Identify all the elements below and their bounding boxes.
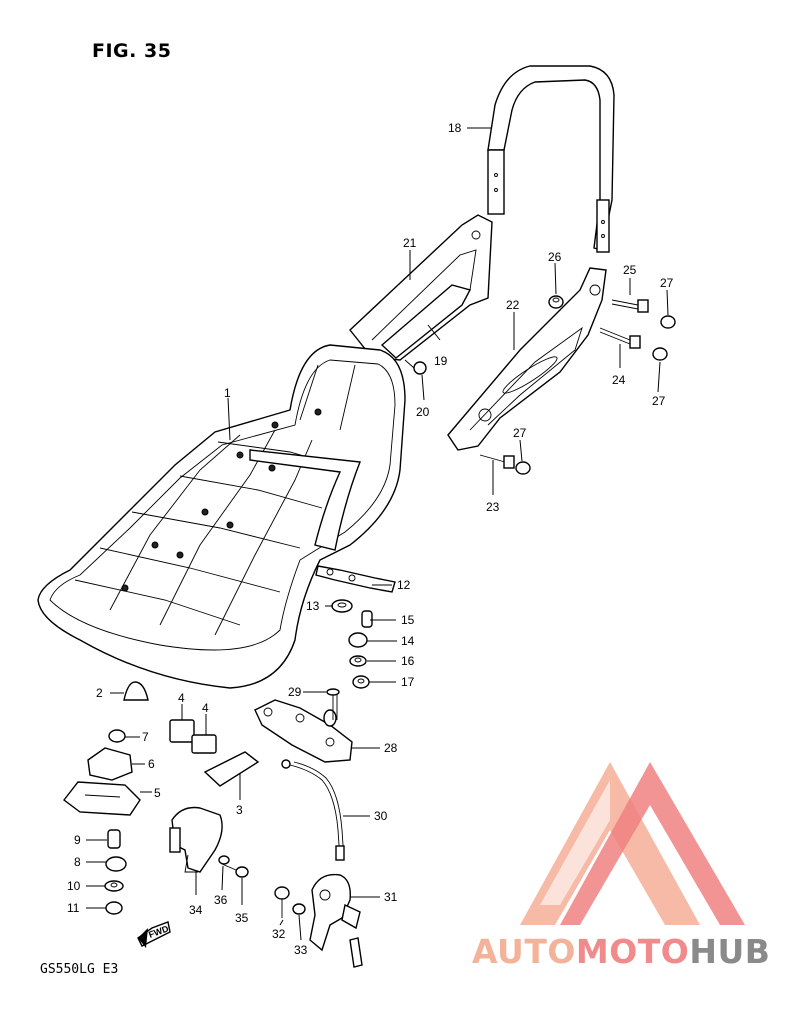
callout-9: 9 <box>74 833 81 847</box>
callout-8: 8 <box>74 855 81 869</box>
washer-33 <box>292 903 306 915</box>
callout-27a: 27 <box>660 276 674 290</box>
cushion-8 <box>105 856 127 872</box>
callout-26: 26 <box>548 250 562 264</box>
callout-10: 10 <box>67 879 81 893</box>
callout-21: 21 <box>403 236 417 250</box>
washer-13 <box>331 599 353 613</box>
lock-bracket-28 <box>254 699 353 763</box>
cap-27-upper <box>660 315 676 329</box>
callout-13: 13 <box>306 599 320 613</box>
cushion-4b <box>191 734 217 754</box>
callout-25: 25 <box>623 263 637 277</box>
callout-1: 1 <box>224 386 231 400</box>
seat-lock-31 <box>309 873 363 968</box>
seat <box>37 344 406 689</box>
callout-17: 17 <box>401 675 415 689</box>
collar-9 <box>107 829 121 849</box>
bolt-24 <box>599 327 641 349</box>
callout-11: 11 <box>67 901 80 915</box>
watermark-auto: AUTO <box>472 932 576 971</box>
nut-26 <box>548 295 564 309</box>
nut-17 <box>352 675 370 689</box>
callout-5: 5 <box>154 786 161 800</box>
nut-7 <box>108 729 126 743</box>
helmet-lock-34 <box>169 806 223 873</box>
callout-33: 33 <box>294 943 308 957</box>
bolt-25 <box>611 299 649 313</box>
callout-22: 22 <box>506 298 520 312</box>
callout-12: 12 <box>397 578 411 592</box>
washer-16 <box>349 655 367 667</box>
cushion-4a <box>169 719 195 743</box>
washer-36 <box>218 855 230 865</box>
callout-27b: 27 <box>652 394 666 408</box>
rubber-2 <box>123 681 149 701</box>
watermark-hub: HUB <box>689 932 771 971</box>
callout-3: 3 <box>236 803 243 817</box>
plate-6 <box>87 747 133 781</box>
backrest-bar <box>487 65 615 253</box>
bolt-20 <box>404 359 427 375</box>
callout-31: 31 <box>384 890 398 904</box>
nut-11 <box>105 901 123 915</box>
bolt-29 <box>326 688 340 720</box>
seat-lock-cable <box>281 759 345 861</box>
rubber-14 <box>348 632 368 648</box>
callout-14: 14 <box>401 634 415 648</box>
left-bracket <box>349 214 493 361</box>
collar-15 <box>361 610 373 628</box>
callout-23: 23 <box>486 500 500 514</box>
callout-27c: 27 <box>513 426 527 440</box>
plate-5 <box>63 781 141 816</box>
callout-34: 34 <box>189 903 203 917</box>
callout-6: 6 <box>148 757 155 771</box>
callout-7: 7 <box>142 730 149 744</box>
cap-27-middle <box>652 347 668 361</box>
callout-35: 35 <box>235 911 249 925</box>
callout-2: 2 <box>96 686 103 700</box>
callout-18: 18 <box>448 121 462 135</box>
washer-10 <box>104 880 124 892</box>
cap-27-lower <box>515 461 531 475</box>
callout-20: 20 <box>416 405 430 419</box>
model-code: GS550LG E3 <box>40 962 119 977</box>
callout-16: 16 <box>401 654 415 668</box>
leader-lines <box>86 127 669 941</box>
callout-4a: 4 <box>178 691 185 705</box>
callout-32: 32 <box>272 927 286 941</box>
callout-15: 15 <box>401 613 415 627</box>
forward-arrow-icon: FWD <box>137 921 171 948</box>
watermark-text: AUTOMOTOHUB <box>472 932 770 971</box>
cushion-3 <box>203 751 260 787</box>
figure-title: FIG. 35 <box>92 40 172 62</box>
seat-bracket <box>315 565 396 593</box>
callout-24: 24 <box>612 373 626 387</box>
right-bracket <box>447 267 607 451</box>
bolt-32 <box>274 886 290 918</box>
bolt-23 <box>479 454 515 469</box>
callout-30: 30 <box>374 809 388 823</box>
bolt-35 <box>221 863 249 878</box>
callout-19: 19 <box>434 354 448 368</box>
callout-4b: 4 <box>202 701 209 715</box>
callout-28: 28 <box>384 741 398 755</box>
callout-36: 36 <box>214 893 228 907</box>
watermark-logo <box>520 762 745 925</box>
callout-numbers: 1 2 3 4 4 5 6 7 8 9 10 11 12 13 14 15 16… <box>67 121 674 957</box>
watermark-moto: MOTO <box>575 932 690 971</box>
callout-29: 29 <box>288 685 302 699</box>
